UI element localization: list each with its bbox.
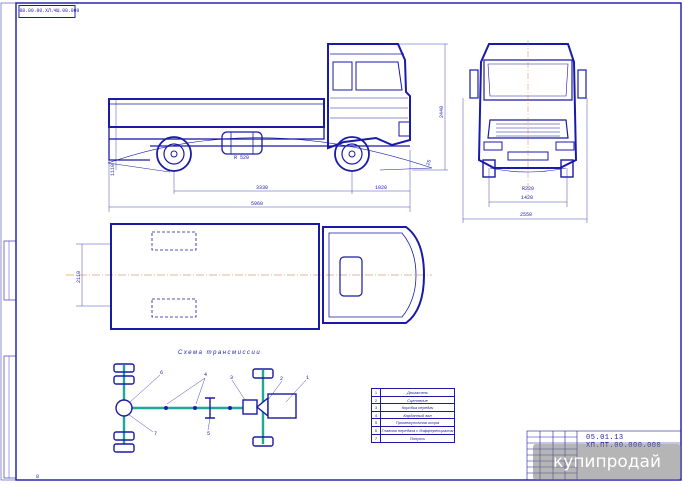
stamp-code: 08.00.00.ХЛ.ЧШ.00.000	[18, 5, 79, 18]
engine	[267, 393, 297, 419]
tank-dim: R 520	[234, 155, 249, 161]
track-dim: 1420	[521, 195, 533, 201]
front-dimension-labels: R220 1420 2550	[520, 186, 534, 218]
callout-3: 3	[230, 375, 233, 381]
front-left-wheel	[252, 368, 274, 379]
universal-joint	[164, 406, 168, 410]
rear-wheel	[156, 136, 192, 172]
callout-4: 4	[204, 372, 207, 378]
differential	[115, 399, 133, 417]
rear-overhang-dim: 1020	[375, 185, 387, 191]
callout-5: 5	[207, 431, 210, 437]
front-right-wheel	[252, 436, 274, 447]
rear-right-wheel	[113, 431, 135, 441]
angle-dim: 25	[425, 159, 433, 167]
callout-1: 1	[306, 375, 309, 381]
truck-front-view	[462, 40, 588, 223]
wheelbase-dim: 3330	[256, 185, 268, 191]
overall-length-dim: 5960	[251, 201, 263, 207]
callout-2: 2	[280, 376, 283, 382]
callout-8: 8	[36, 474, 39, 480]
callout-6: 6	[160, 370, 163, 376]
fuel-tank	[221, 131, 263, 155]
height-dim: 2440	[439, 106, 445, 118]
overall-width-dim: 2550	[520, 212, 532, 218]
callout-7: 7	[154, 431, 157, 437]
front-wheel	[334, 136, 370, 172]
watermark-badge: купипродай	[533, 444, 681, 480]
side-dimension-labels: 1110 3330 1020 5960 2440 R 520 25	[110, 106, 445, 207]
truck-top-view	[66, 223, 432, 330]
clearance-dim: R220	[522, 186, 534, 192]
transmission-scheme: 1 2 3 4 5 6 7 8	[36, 363, 309, 480]
truck-side-view	[107, 43, 448, 212]
gearbox	[242, 399, 258, 415]
front-overhang-dim: 1110	[110, 164, 116, 176]
scheme-title: Схема трансмиссии	[178, 350, 262, 356]
rear-left-wheel	[113, 363, 135, 373]
body-width-dim: 2110	[76, 271, 82, 283]
